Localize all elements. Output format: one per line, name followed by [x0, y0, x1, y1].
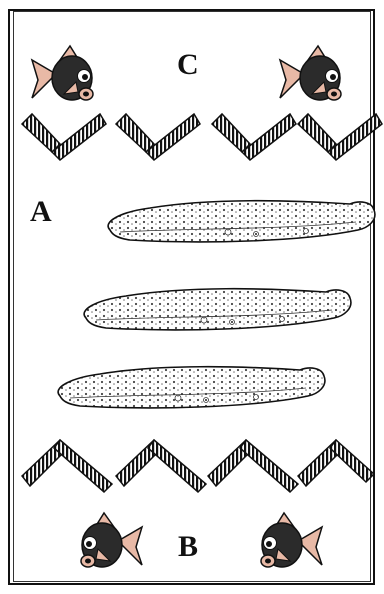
chevron-up-icon: [298, 440, 374, 486]
chevron-down-icon: [298, 114, 382, 160]
fish-icon: [261, 513, 322, 567]
chevron-down-icon: [212, 114, 296, 160]
chevron-up-icon: [208, 440, 298, 492]
chevron-up-icon: [116, 440, 206, 492]
chevron-down-icon: [22, 114, 106, 160]
fish-icon: [32, 46, 93, 100]
sea-cucumber-icon: [108, 201, 375, 242]
fish-icon: [81, 513, 142, 567]
chevron-down-icon: [116, 114, 200, 160]
chevron-up-icon: [22, 440, 112, 492]
fish-icon: [280, 46, 341, 100]
sea-cucumber-icon: [84, 289, 351, 330]
sea-cucumber-icon: [58, 367, 325, 408]
